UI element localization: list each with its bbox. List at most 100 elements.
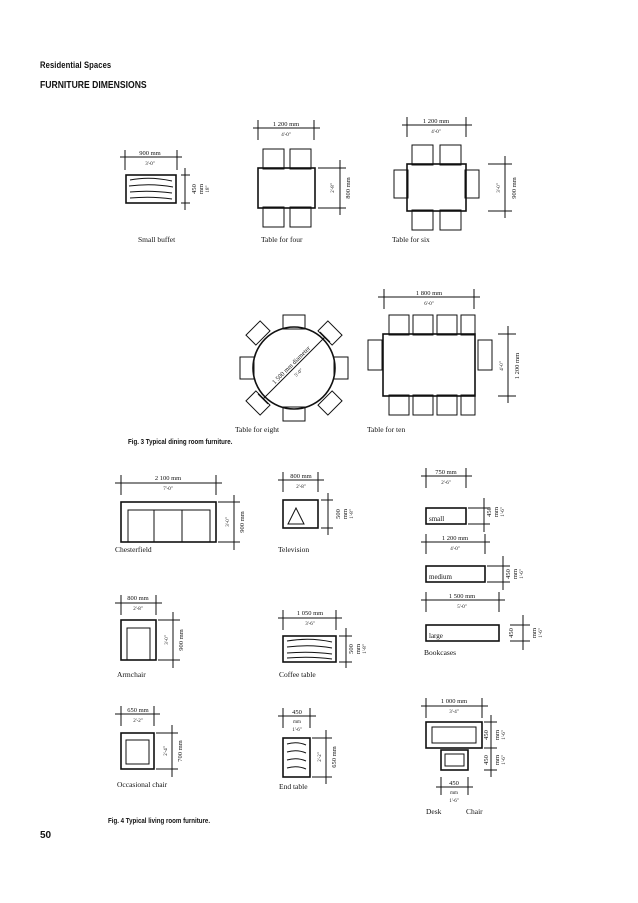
coffee-table-label: Coffee table	[279, 670, 316, 679]
armchair-width-mm: 800 mm	[127, 595, 149, 602]
small-buffet-width-mm: 900 mm	[139, 150, 161, 157]
table-four-label: Table for four	[261, 235, 303, 244]
occasional-chair-depth-ft: 2'-4"	[164, 746, 169, 756]
bookcase-medium-depth-ft: 1'-6"	[520, 569, 525, 579]
chesterfield-width-ft: 7'-0"	[163, 487, 173, 492]
television-drawing: 800 mm 2'-8" 500 mm 1'-8"	[278, 472, 355, 535]
occasional-chair-depth-mm: 700 mm	[177, 740, 184, 762]
chesterfield-drawing: 2 100 mm 7'-0" 3'-0" 900 mm	[115, 475, 246, 550]
table-eight-label: Table for eight	[235, 425, 280, 434]
coffee-table-depth-mm: 500	[348, 644, 355, 654]
coffee-table-depth-unit: mm	[355, 644, 362, 654]
table-six-depth-mm: 900 mm	[511, 177, 518, 199]
table-ten-drawing: 1 800 mm 6'-0" 4'-0" 1 200 mm	[367, 289, 521, 416]
fig3-caption: Fig. 3 Typical dining room furniture.	[128, 437, 233, 446]
table-ten-width-ft: 6'-0"	[424, 302, 434, 307]
end-table-width-ft: 1'-6"	[292, 728, 302, 733]
bookcase-small-depth-unit: mm	[493, 507, 500, 517]
table-four-depth-ft: 2'-8"	[331, 183, 336, 193]
table-four-width-ft: 4'-0"	[281, 133, 291, 138]
occasional-chair-width-ft: 2'-2"	[133, 719, 143, 724]
chair-width-mm: 450	[449, 780, 459, 787]
coffee-table-width-mm: 1 050 mm	[297, 610, 323, 617]
bookcase-large-depth-mm: 450	[508, 628, 515, 638]
bookcase-large-width-mm: 1 500 mm	[449, 593, 475, 600]
table-eight-drawing: 1 500 mm diameter 5'-0"	[239, 314, 349, 422]
chair-width-ft: 1'-6"	[449, 799, 459, 804]
bookcase-medium-depth-mm: 450	[505, 569, 512, 579]
fig4-caption: Fig. 4 Typical living room furniture.	[108, 816, 211, 825]
occasional-chair-drawing: 650 mm 2'-2" 2'-4" 700 mm	[115, 706, 184, 777]
coffee-table-drawing: 1 050 mm 3'-6" 500 mm 1'-8"	[278, 610, 368, 668]
bookcase-small-depth-ft: 1'-6"	[501, 507, 506, 517]
table-ten-width-mm: 1 800 mm	[416, 290, 442, 297]
table-ten-depth-mm: 1 200 mm	[514, 353, 521, 379]
desk-width-mm: 1 000 mm	[441, 698, 467, 705]
table-eight-diameter-mm: 1 500 mm diameter	[271, 345, 312, 386]
bookcase-large-label: large	[429, 632, 443, 640]
table-six-depth-ft: 3'-0"	[497, 183, 502, 193]
page-title: FURNITURE DIMENSIONS	[40, 79, 147, 91]
occasional-chair-width-mm: 650 mm	[127, 707, 149, 714]
end-table-label: End table	[279, 782, 308, 791]
end-table-width-unit: mm	[293, 720, 301, 725]
table-six-label: Table for six	[392, 235, 430, 244]
occasional-chair-label: Occasional chair	[117, 780, 168, 789]
section-header: Residential Spaces	[40, 60, 112, 70]
desk-depth-unit: mm	[494, 730, 501, 740]
end-table-depth-mm: 650 mm	[331, 746, 338, 768]
table-six-width-mm: 1 200 mm	[423, 118, 449, 125]
page-number: 50	[40, 830, 52, 841]
end-table-width-mm: 450	[292, 709, 302, 716]
bookcase-large-depth-ft: 1'-6"	[539, 628, 544, 638]
end-table-drawing: 450 mm 1'-6" 2'-2" 650 mm	[278, 708, 338, 784]
table-six-width-ft: 4'-0"	[431, 130, 441, 135]
end-table-depth-ft: 2'-2"	[318, 752, 323, 762]
small-buffet-depth-mm: 450	[191, 184, 198, 194]
chesterfield-label: Chesterfield	[115, 545, 152, 554]
table-six-drawing: 1 200 mm 4'-0" 3'-0" 900 mm	[393, 117, 518, 231]
bookcase-large-depth-unit: mm	[531, 628, 538, 638]
tv-depth-ft: 1'-8"	[350, 509, 355, 519]
tv-width-ft: 2'-8"	[296, 485, 306, 490]
bookcase-small-width-ft: 2'-6"	[441, 481, 451, 486]
small-buffet-depth-ft: 18"	[206, 185, 211, 192]
chesterfield-width-mm: 2 100 mm	[155, 475, 181, 482]
desk-depth-ft: 1'-6"	[502, 730, 507, 740]
table-eight-diameter-ft: 5'-0"	[294, 368, 304, 378]
bookcase-small-width-mm: 750 mm	[435, 469, 457, 476]
chair-label: Chair	[466, 807, 483, 816]
table-four-depth-mm: 800 mm	[345, 177, 352, 199]
small-buffet-width-ft: 3'-0"	[145, 162, 155, 167]
bookcase-large-drawing: 1 500 mm 5'-0" large 450 mm 1'-6"	[421, 592, 544, 650]
chesterfield-depth-ft: 3'-0"	[226, 517, 231, 527]
bookcase-large-width-ft: 5'-0"	[457, 605, 467, 610]
tv-depth-unit: mm	[342, 509, 349, 519]
armchair-label: Armchair	[117, 670, 146, 679]
small-buffet-drawing: 900 mm 3'-0" 450 mm 18"	[120, 150, 211, 210]
coffee-table-width-ft: 3'-6"	[305, 622, 315, 627]
bookcase-medium-depth-unit: mm	[512, 569, 519, 579]
bookcase-medium-drawing: 1 200 mm 4'-0" medium 450 mm 1'-6"	[421, 534, 525, 590]
desk-drawing: 1 000 mm 3'-4" 450 mm 1'-6" 450 mm 1'-6"…	[421, 698, 507, 804]
armchair-drawing: 800 mm 2'-8" 3'-0" 900 mm	[115, 595, 185, 668]
desk-depth-mm: 450	[483, 730, 490, 740]
coffee-table-depth-ft: 1'-8"	[363, 644, 368, 654]
bookcase-small-drawing: 750 mm 2'-6" small 450 mm 1'-6"	[421, 468, 506, 532]
bookcase-small-depth-mm: 450	[486, 507, 493, 517]
bookcase-medium-width-mm: 1 200 mm	[442, 535, 468, 542]
armchair-depth-ft: 3'-0"	[165, 635, 170, 645]
armchair-depth-mm: 900 mm	[178, 629, 185, 651]
table-ten-depth-ft: 4'-0"	[500, 361, 505, 371]
chair-depth-unit: mm	[494, 755, 501, 765]
small-buffet-depth-unit: mm	[198, 184, 205, 194]
bookcase-small-label: small	[429, 515, 444, 523]
bookcases-label: Bookcases	[424, 648, 456, 657]
armchair-width-ft: 2'-8"	[133, 607, 143, 612]
small-buffet-label: Small buffet	[138, 235, 176, 244]
tv-width-mm: 800 mm	[290, 473, 312, 480]
chesterfield-depth-mm: 900 mm	[239, 511, 246, 533]
tv-depth-mm: 500	[335, 509, 342, 519]
bookcase-medium-label: medium	[429, 573, 452, 581]
